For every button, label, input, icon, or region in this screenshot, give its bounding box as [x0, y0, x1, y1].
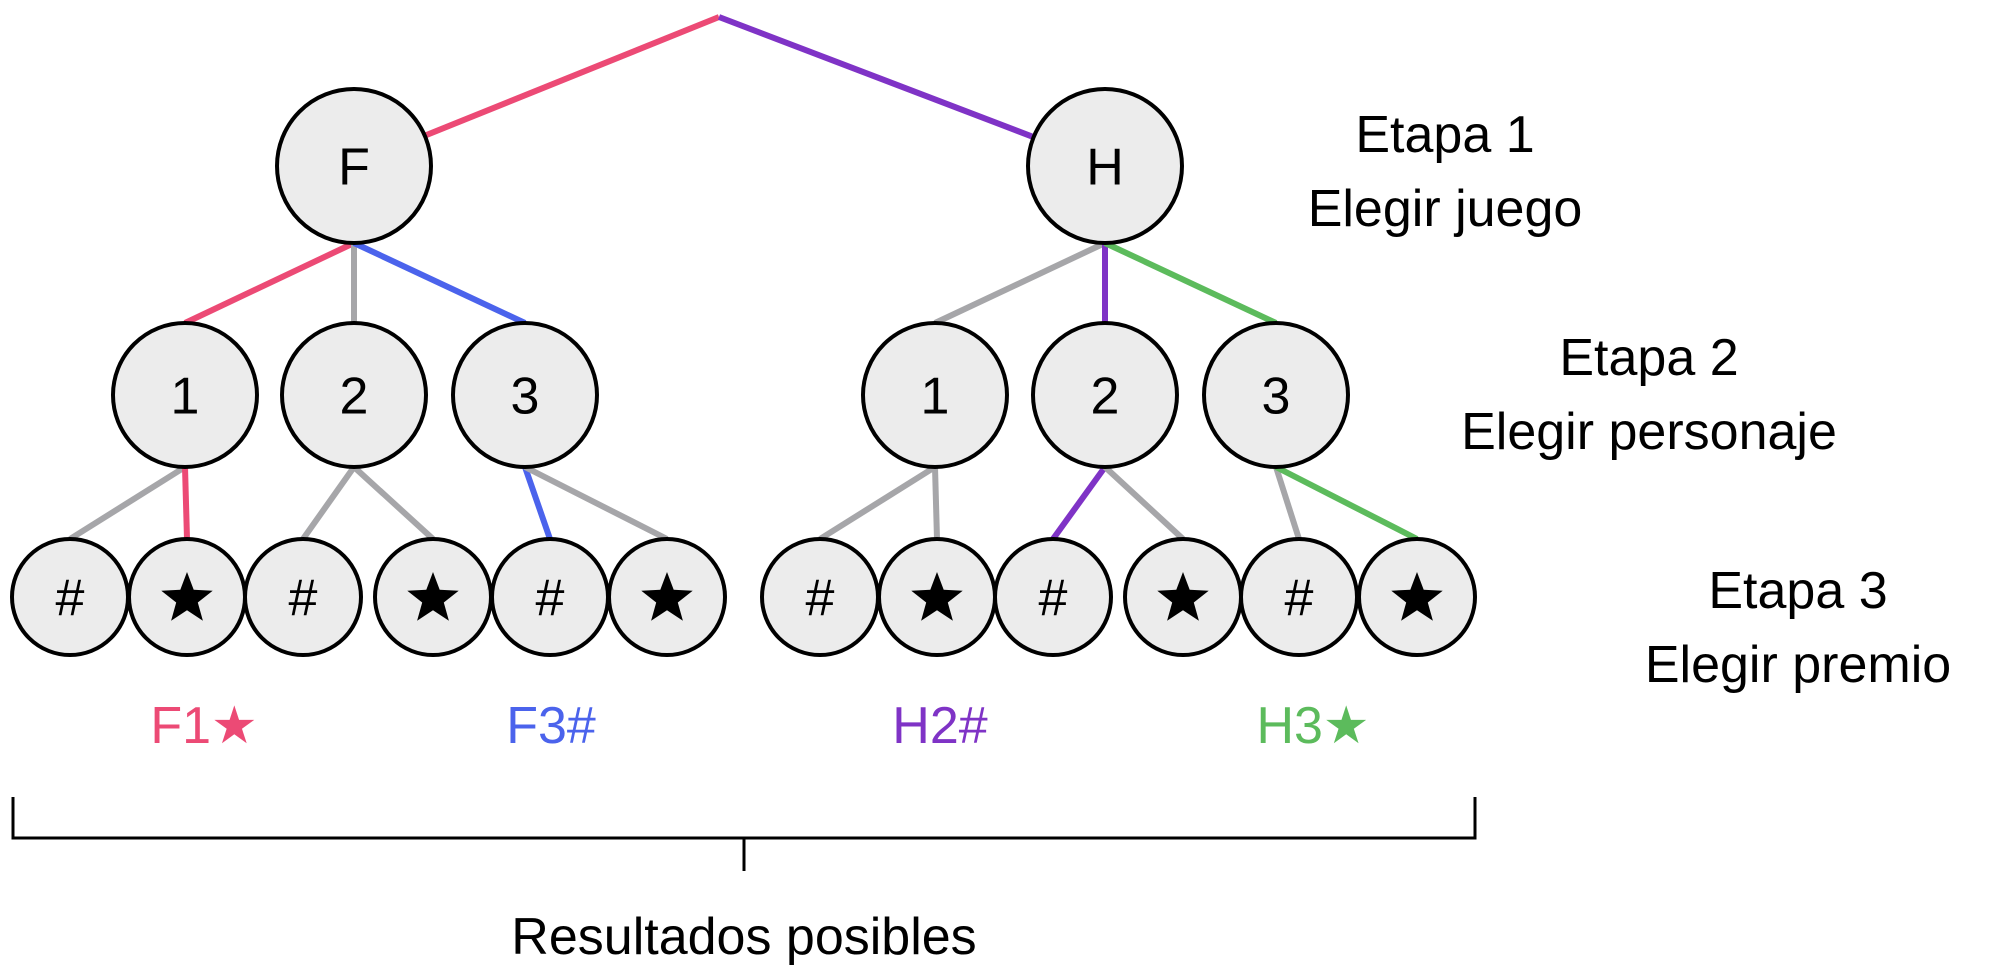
- edge-F2-star: [351, 464, 436, 542]
- node-label: 3: [1262, 368, 1291, 426]
- node-character-h1: 1: [861, 321, 1009, 469]
- hash-symbol: #: [536, 570, 565, 628]
- node-game-h: H: [1026, 87, 1184, 245]
- node-circle: [861, 321, 1009, 469]
- node-label: 2: [1091, 368, 1120, 426]
- edge-H1-hash: [818, 464, 937, 542]
- stage-labels: Etapa 1 Elegir juego Etapa 2 Elegir pers…: [1308, 106, 1951, 694]
- edge-H-3: [1103, 240, 1278, 326]
- edge-H3-hash: [1273, 466, 1302, 540]
- node-circle: [275, 87, 433, 245]
- node-circle: [111, 321, 259, 469]
- hash-symbol: #: [1039, 570, 1068, 628]
- stage-1-title: Etapa 1: [1355, 106, 1534, 164]
- node-circle: [451, 321, 599, 469]
- star-icon: [641, 572, 693, 621]
- node-label: 1: [171, 368, 200, 426]
- outcomes-bracket: [11, 797, 1477, 871]
- stage-2-subtitle: Elegir personaje: [1461, 403, 1837, 461]
- edge-root-H: [717, 14, 1042, 143]
- node-character-f3: 3: [451, 321, 599, 469]
- node-prize-f3-star: [607, 537, 727, 657]
- node-label: 2: [340, 368, 369, 426]
- edge-H2-hash: [1050, 465, 1108, 541]
- node-label: H: [1086, 139, 1124, 197]
- node-label: 1: [921, 368, 950, 426]
- edge-F3-hash: [522, 466, 553, 540]
- node-circle: [1026, 87, 1184, 245]
- outcome-labels: F1★ F3# H2# H3★: [150, 697, 1369, 755]
- node-prize-f1-star: [127, 537, 247, 657]
- node-prize-h2-star: [1123, 537, 1243, 657]
- node-circle: [243, 537, 363, 657]
- outcome-label-f1-star: F1★: [150, 697, 257, 755]
- node-prize-f2-hash: #: [243, 537, 363, 657]
- edge-F3-star: [523, 464, 669, 542]
- outcome-label-h2-hash: H2#: [892, 697, 987, 755]
- outcome-label-f3-hash: F3#: [506, 697, 596, 755]
- edge-H-1: [933, 240, 1107, 326]
- node-circle: [993, 537, 1113, 657]
- edge-F-1: [183, 240, 356, 326]
- tree-edges: [68, 14, 1419, 542]
- star-icon: [1157, 572, 1209, 621]
- node-circle: [1202, 321, 1350, 469]
- outcome-label-h3-star: H3★: [1256, 697, 1369, 755]
- node-prize-h3-star: [1357, 537, 1477, 657]
- tree-nodes: F 1 #2 #3 # H 1 #2 #3 #: [10, 87, 1477, 657]
- edge-H3-star: [1274, 464, 1419, 542]
- node-prize-f1-hash: #: [10, 537, 130, 657]
- node-character-f1: 1: [111, 321, 259, 469]
- edge-F1-hash: [68, 464, 187, 542]
- stage-2-title: Etapa 2: [1559, 329, 1738, 387]
- node-prize-h2-hash: #: [993, 537, 1113, 657]
- node-character-f2: 2: [280, 321, 428, 469]
- node-game-f: F: [275, 87, 433, 245]
- node-label: F: [338, 139, 370, 197]
- node-prize-f3-hash: #: [490, 537, 610, 657]
- node-prize-f2-star: [373, 537, 493, 657]
- hash-symbol: #: [289, 570, 318, 628]
- bracket-label: Resultados posibles: [511, 908, 976, 966]
- star-icon: [407, 572, 459, 621]
- stage-3-subtitle: Elegir premio: [1645, 636, 1951, 694]
- star-icon: [161, 572, 213, 621]
- edge-F1-star: [182, 466, 190, 540]
- stage-1-subtitle: Elegir juego: [1308, 180, 1583, 238]
- star-icon: [1391, 572, 1443, 621]
- node-circle: [1031, 321, 1179, 469]
- hash-symbol: #: [1285, 570, 1314, 628]
- node-character-h3: 3: [1202, 321, 1350, 469]
- edge-F2-hash: [300, 465, 357, 541]
- hash-symbol: #: [806, 570, 835, 628]
- node-prize-h3-hash: #: [1239, 537, 1359, 657]
- node-label: 3: [511, 368, 540, 426]
- star-icon: [911, 572, 963, 621]
- node-prize-h1-hash: #: [760, 537, 880, 657]
- node-character-h2: 2: [1031, 321, 1179, 469]
- hash-symbol: #: [56, 570, 85, 628]
- bracket-line: [11, 797, 1477, 840]
- stage-3-title: Etapa 3: [1708, 562, 1887, 620]
- edge-F-3: [352, 240, 527, 326]
- node-prize-h1-star: [877, 537, 997, 657]
- edge-root-F: [417, 14, 721, 142]
- edge-H1-star: [932, 466, 940, 540]
- node-circle: [280, 321, 428, 469]
- edge-H2-star: [1102, 464, 1186, 542]
